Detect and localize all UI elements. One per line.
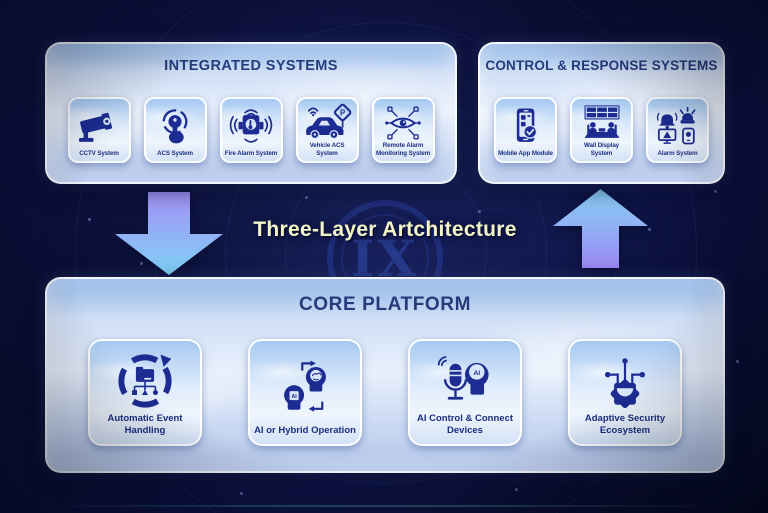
mobile-app-check-icon [506,103,546,150]
card-label: Mobile App Module [498,149,553,157]
card-fire-alarm-system: °C Fire Alarm System [219,97,283,163]
card-cctv-system: CCTV System [67,97,131,163]
core-platform-title: CORE PLATFORM [298,294,472,315]
background-dot [736,360,739,363]
card-label: CCTV System [79,149,119,157]
card-ai-control-connect-devices: AI AI Control & Connect Devices [408,339,522,446]
background-dot [305,196,308,199]
svg-text:AI: AI [473,370,480,377]
wall-display-room-icon [577,102,627,142]
automatic-event-cycle-icon [115,349,175,413]
integrated-systems-panel: INTEGRATED SYSTEMS CCTV Sys [45,42,457,184]
vehicle-access-icon: P [301,102,353,142]
background-dot [478,210,481,213]
card-remote-alarm-monitoring: Remote Alarm Monitoring System [371,97,435,163]
background-dot [714,190,717,193]
svg-text:AI: AI [291,394,297,400]
card-label: AI Control & Connect Devices [416,413,514,437]
card-label: AI or Hybrid Operation [254,425,356,437]
integrated-systems-title: INTEGRATED SYSTEMS [164,58,338,74]
card-adaptive-security-ecosystem: Adaptive Security Ecosystem [568,339,682,446]
card-label: Fire Alarm System [224,149,278,157]
card-alarm-system: Alarm System [646,97,709,163]
adaptive-gear-circuit-icon [595,349,655,413]
card-label: Remote Alarm Monitoring System [376,142,430,157]
svg-text:°C: °C [254,121,258,125]
card-acs-system: ACS System [143,97,207,163]
background-dot [240,492,243,495]
card-label: Adaptive Security Ecosystem [584,413,666,437]
core-cards-row: Automatic Event Handling [47,339,723,446]
card-vehicle-acs-system: P Vehicle ACS System [295,97,359,163]
card-mobile-app-module: Mobile App Module [494,97,557,163]
integrated-cards-row: CCTV System ACS System [47,97,455,163]
ai-voice-control-icon: AI [435,349,495,413]
card-ai-or-hybrid-operation: AI AI or Hybrid Operation [248,339,362,446]
card-label: ACS System [157,149,193,157]
card-label: Vehicle ACS System [309,142,345,157]
core-platform-panel: CORE PLATFORM [45,277,725,473]
cctv-camera-icon [77,103,121,150]
remote-monitoring-eye-icon [382,103,424,142]
alarm-devices-icon [655,103,701,150]
svg-text:P: P [340,109,345,118]
ai-hybrid-heads-icon: AI [275,349,335,425]
diagram-title: Three-Layer Artchitecture [253,218,517,241]
card-label: Wall Display System [583,142,620,157]
card-wall-display-system: Wall Display System [570,97,633,163]
access-control-touch-icon [154,103,196,150]
fire-alarm-sensor-icon: °C [228,103,274,150]
control-response-panel: CONTROL & RESPONSE SYSTEMS [478,42,725,184]
card-automatic-event-handling: Automatic Event Handling [88,339,202,446]
background-dot [648,228,651,231]
control-response-title: CONTROL & RESPONSE SYSTEMS [485,58,718,73]
background-dot [88,218,91,221]
control-cards-row: Mobile App Module [480,97,723,163]
bottom-glow-line [0,505,768,507]
background-dot [515,488,518,491]
card-label: Automatic Event Handling [107,413,183,437]
card-label: Alarm System [657,149,698,157]
